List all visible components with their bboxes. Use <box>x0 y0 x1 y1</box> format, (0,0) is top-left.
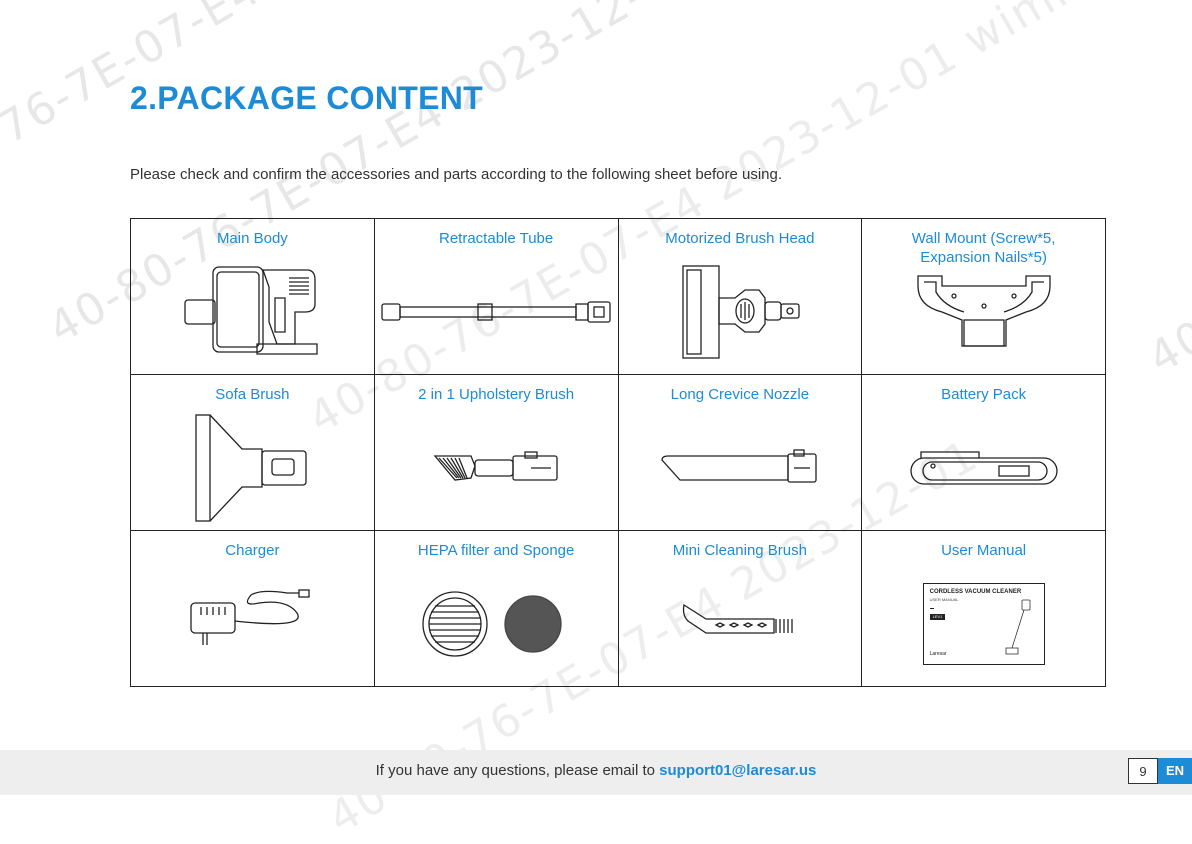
item-cell-retractable-tube: Retractable Tube <box>373 218 619 375</box>
item-cell-upholstery-brush: 2 in 1 Upholstery Brush <box>373 374 619 531</box>
item-label: Battery Pack <box>941 386 1027 403</box>
manual-cover-title: CORDLESS VACUUM CLEANER <box>929 589 1022 595</box>
item-label: Mini Cleaning Brush <box>672 542 807 559</box>
item-cell-sofa-brush: Sofa Brush <box>130 374 375 531</box>
item-cell-user-manual: User Manual CORDLESS VACUUM CLEANER USER… <box>861 530 1106 687</box>
vacuum-illustration-icon <box>1005 599 1031 655</box>
item-label: Motorized Brush Head <box>665 230 815 247</box>
support-email-link[interactable]: support01@laresar.us <box>659 762 817 779</box>
item-cell-motorized-brush-head: Motorized Brush Head <box>617 218 863 375</box>
watermark: 40 <box>1140 310 1192 385</box>
item-cell-wall-mount: Wall Mount (Screw*5, Expansion Nails*5) <box>861 218 1106 375</box>
charger-icon <box>190 589 311 645</box>
item-label: Retractable Tube <box>439 230 554 247</box>
footer: If you have any questions, please email … <box>0 750 1192 795</box>
item-label: User Manual <box>941 542 1027 559</box>
footer-message: If you have any questions, please email … <box>375 762 660 779</box>
user-manual-icon: CORDLESS VACUUM CLEANER USER MANUAL LEV1… <box>922 583 1045 665</box>
upholstery-brush-icon <box>433 451 558 481</box>
item-label: Sofa Brush <box>215 386 290 403</box>
sofa-brush-icon <box>195 414 308 522</box>
language-badge: EN <box>1158 758 1192 784</box>
item-label: 2 in 1 Upholstery Brush <box>418 386 575 403</box>
retractable-tube-icon <box>381 301 611 323</box>
wall-mount-icon <box>916 275 1051 347</box>
footer-text: If you have any questions, please email … <box>0 762 1192 779</box>
package-content-table: Main Body Retractable Tube <box>130 218 1106 687</box>
item-label: HEPA filter and Sponge <box>417 542 575 559</box>
hepa-filter-sponge-icon <box>422 591 562 657</box>
item-cell-battery-pack: Battery Pack <box>861 374 1106 531</box>
manual-cover-subtitle: USER MANUAL <box>929 597 959 602</box>
battery-pack-icon <box>909 451 1058 485</box>
item-cell-main-body: Main Body <box>130 218 375 375</box>
crevice-nozzle-icon <box>661 449 817 483</box>
manual-cover-model: LEV1 <box>929 614 946 620</box>
page-number: 9 <box>1128 758 1158 784</box>
item-label: Wall Mount (Screw*5, Expansion Nails*5) <box>911 230 1056 266</box>
intro-text: Please check and confirm the accessories… <box>130 166 783 183</box>
manual-cover-brand: Laresar <box>929 651 947 657</box>
watermark: 76-7E-07-E4 <box>0 0 270 155</box>
item-cell-hepa-filter-sponge: HEPA filter and Sponge <box>373 530 619 687</box>
item-cell-charger: Charger <box>130 530 375 687</box>
item-label: Main Body <box>216 230 288 247</box>
item-label: Long Crevice Nozzle <box>670 386 810 403</box>
item-cell-mini-cleaning-brush: Mini Cleaning Brush <box>617 530 863 687</box>
vacuum-main-body-icon <box>184 266 319 355</box>
motorized-brush-head-icon <box>682 265 800 359</box>
mini-cleaning-brush-icon <box>682 603 793 634</box>
page-title: 2.PACKAGE CONTENT <box>130 80 483 116</box>
item-cell-crevice-nozzle: Long Crevice Nozzle <box>617 374 863 531</box>
item-label: Charger <box>225 542 280 559</box>
